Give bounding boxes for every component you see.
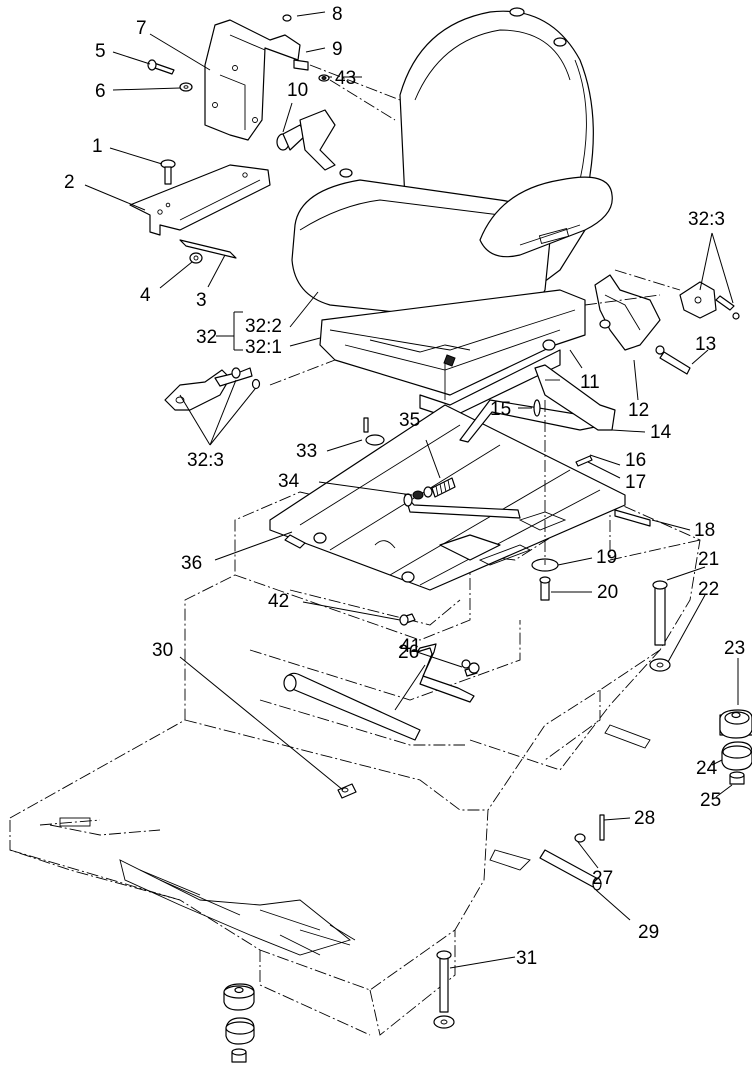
callout-33: 33 [296,441,317,462]
callout-18: 18 [694,520,715,541]
callout-8: 8 [332,4,343,25]
callout-13: 13 [695,334,716,355]
leader-lines [84,11,739,969]
mower-frame [9,491,701,1036]
callout-41: 41 [400,636,421,657]
callout-42: 42 [268,591,289,612]
callout-9: 9 [332,39,343,60]
callout-11: 11 [580,372,600,393]
callout-25: 25 [700,790,721,811]
callout-32-2: 32:2 [245,316,282,337]
callout-31: 31 [516,948,537,969]
callout-32-1: 32:1 [245,337,282,358]
callout-4: 4 [140,285,151,306]
seat-belt-bracket [204,19,301,141]
callout-29: 29 [638,922,659,943]
callout-5: 5 [95,41,106,62]
callout-16: 16 [625,450,646,471]
callout-32: 32 [196,327,217,348]
isolator-mount-left [223,950,455,1063]
callout-36: 36 [181,553,202,574]
callout-17: 17 [625,472,646,493]
callout-14: 14 [650,422,672,443]
callout-15: 15 [490,399,511,420]
callout-32-3-right: 32:3 [688,209,725,230]
callout-19: 19 [596,547,617,568]
callout-35: 35 [399,410,420,431]
callout-22: 22 [698,579,719,600]
callout-24: 24 [696,758,718,779]
isolator-mount-right [649,580,752,785]
callout-21: 21 [698,549,719,570]
callout-labels: 1 2 3 4 5 6 7 8 9 10 11 12 13 14 15 16 1… [64,4,745,969]
callout-28: 28 [634,808,655,829]
callout-26: 26 [398,642,419,663]
callout-32-3-left: 32:3 [187,450,224,471]
frame-hardware [283,613,605,891]
seat-plate [269,364,651,591]
plate-hardware [363,417,559,601]
callout-10: 10 [287,80,308,101]
callout-12: 12 [628,400,649,421]
callout-34: 34 [278,471,300,492]
seat [291,7,613,419]
callout-43: 43 [335,68,356,89]
callout-27: 27 [592,868,613,889]
seat-adjust-bracket-right [542,274,740,375]
callout-23: 23 [724,638,745,659]
callout-7: 7 [136,18,147,39]
callout-2: 2 [64,172,75,193]
callout-6: 6 [95,81,106,102]
callout-20: 20 [597,582,618,603]
seat-mount-plate [129,159,271,264]
hardware-upper-left [147,14,353,178]
callout-3: 3 [196,290,207,311]
callout-30: 30 [152,640,173,661]
callout-1: 1 [92,136,103,157]
seat-adjust-bracket-left [164,367,261,411]
